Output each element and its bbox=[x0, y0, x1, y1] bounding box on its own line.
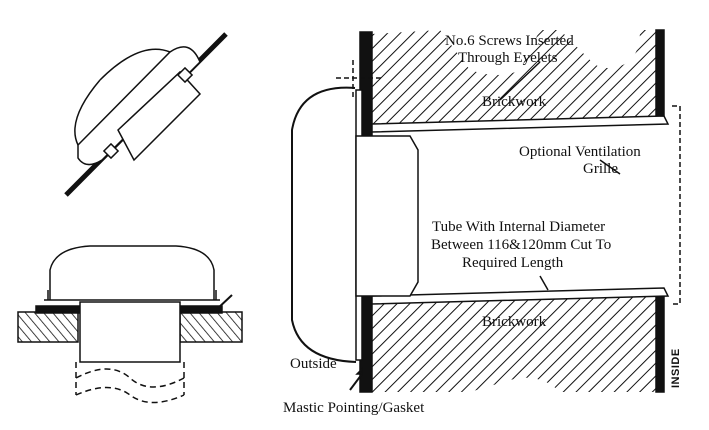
brickwork-top-label: Brickwork bbox=[482, 94, 547, 110]
mastic-label: Mastic Pointing/Gasket bbox=[283, 400, 425, 416]
side-view bbox=[17, 245, 243, 404]
outside-label: Outside bbox=[290, 356, 337, 372]
brickwork-bottom-label: Brickwork bbox=[482, 314, 547, 330]
grille-label-line2: Grille bbox=[583, 161, 618, 177]
grille-label-line1: Optional Ventilation bbox=[519, 144, 641, 160]
inside-label: INSIDE bbox=[670, 348, 682, 388]
screws-label-line2: Through Eyelets bbox=[458, 50, 558, 66]
tube-label-line1: Tube With Internal Diameter bbox=[432, 219, 606, 235]
screws-label-line1: No.6 Screws Inserted bbox=[445, 33, 574, 49]
tube-label-line2: Between 116&120mm Cut To bbox=[431, 237, 612, 253]
main-section bbox=[291, 29, 681, 393]
angled-view bbox=[64, 32, 228, 197]
tube-label-line3: Required Length bbox=[462, 255, 564, 271]
